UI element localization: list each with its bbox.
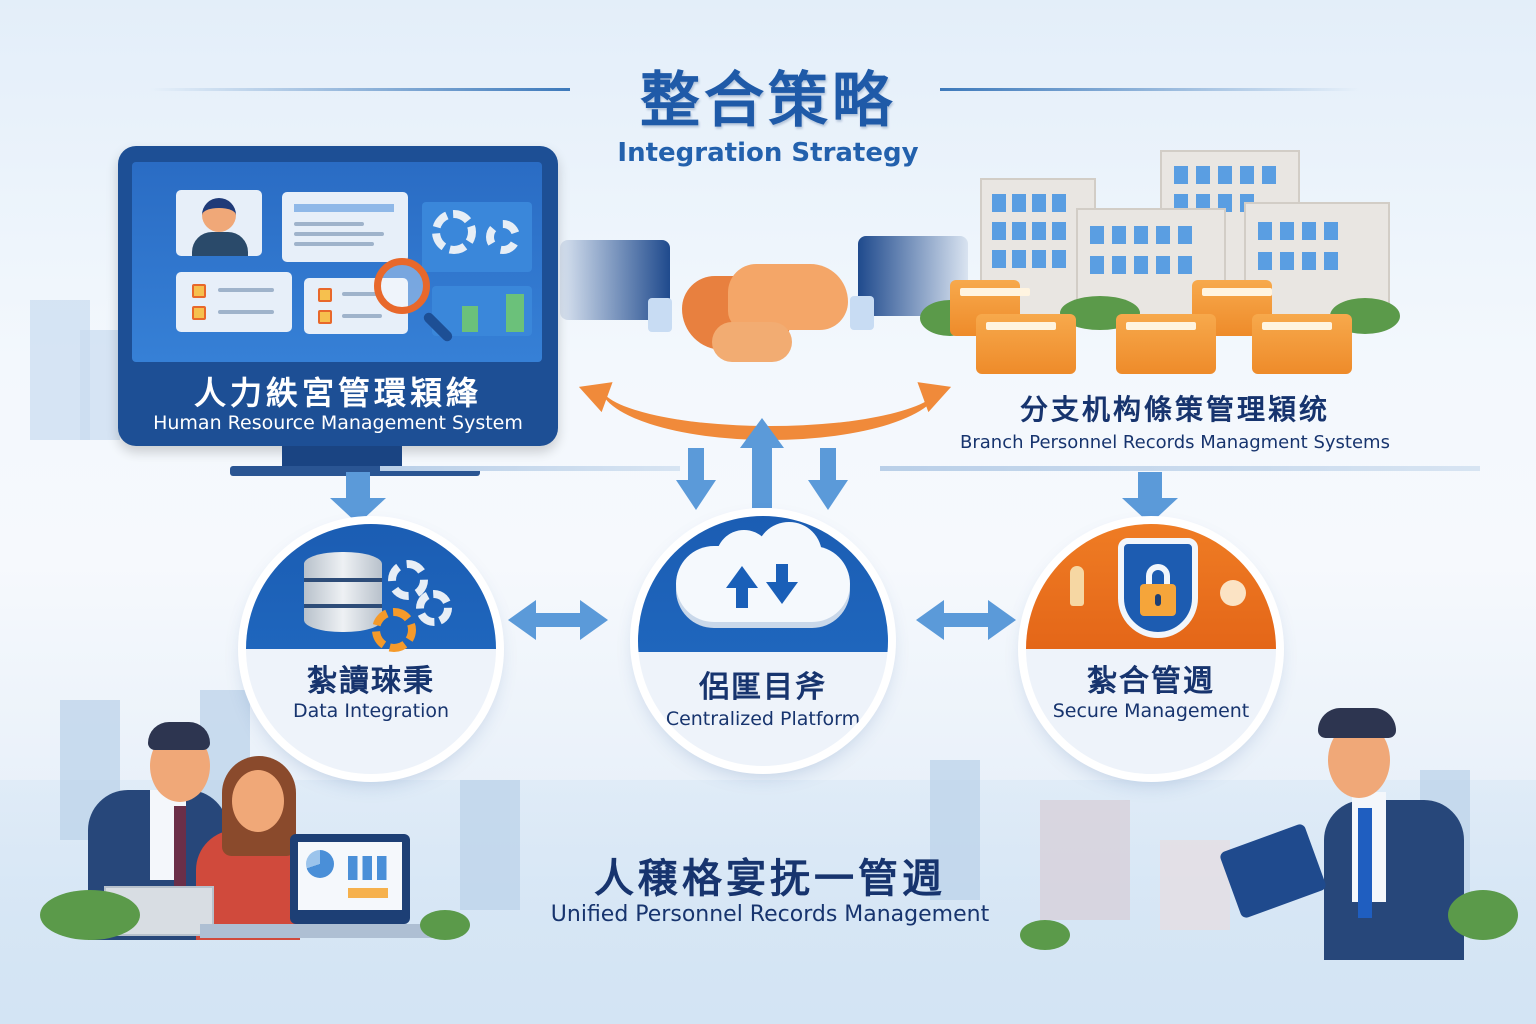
right-cuff bbox=[850, 296, 874, 330]
connector-line-right bbox=[880, 466, 1480, 471]
bar-chart-icon bbox=[348, 856, 396, 880]
checkbox-icon bbox=[192, 284, 206, 298]
tie bbox=[174, 806, 186, 886]
laptop-icon bbox=[290, 834, 410, 924]
node-title-en: Secure Management bbox=[1052, 700, 1250, 722]
node-title-cn: 紮合管週 bbox=[1087, 664, 1215, 699]
database-icon bbox=[304, 552, 382, 632]
desk bbox=[200, 924, 440, 938]
connector-line-left bbox=[380, 466, 680, 471]
businesswoman-head bbox=[232, 770, 284, 832]
user-body bbox=[192, 232, 248, 256]
branch-systems-title-en: Branch Personnel Records Managment Syste… bbox=[960, 432, 1390, 453]
arrow-down-left-shaft bbox=[346, 472, 370, 500]
title-divider-left bbox=[150, 88, 570, 91]
node-centralized-platform: 侶匩目斧 Centralized Platform bbox=[638, 516, 888, 766]
document-icon bbox=[294, 204, 394, 212]
folder-icon bbox=[1252, 314, 1352, 374]
arrow-down-right bbox=[1122, 498, 1178, 524]
pie-chart-icon bbox=[306, 850, 334, 878]
download-arrow-icon bbox=[766, 582, 798, 604]
tie bbox=[1358, 808, 1372, 918]
left-cuff bbox=[648, 298, 672, 332]
shield-lock-icon bbox=[1118, 538, 1198, 638]
node-data-integration: 紮讀琜秉 Data Integration bbox=[246, 524, 496, 774]
node-title-en: Centralized Platform bbox=[665, 708, 861, 730]
center-arrow-up bbox=[740, 418, 784, 448]
city-building bbox=[1160, 840, 1230, 930]
checkbox-icon bbox=[192, 306, 206, 320]
bush bbox=[420, 910, 470, 940]
bidirectional-arrow-left bbox=[508, 600, 608, 640]
user-profile-card bbox=[176, 190, 262, 256]
node-secure-management: 紮合管週 Secure Management bbox=[1026, 524, 1276, 774]
page-title-cn: 整合策略 bbox=[640, 66, 896, 136]
center-arrow-down-right bbox=[808, 480, 848, 510]
gear-icon bbox=[416, 590, 452, 626]
person-icon bbox=[1220, 580, 1246, 606]
checkbox-icon bbox=[318, 288, 332, 302]
hr-system-monitor: 人力紩宮管環㯋綘 Human Resource Management Syste… bbox=[118, 146, 558, 446]
checkbox-icon bbox=[318, 310, 332, 324]
page-title-en: Integration Strategy bbox=[617, 138, 919, 168]
checklist-card bbox=[176, 272, 292, 332]
arrow-down-right-shaft bbox=[1138, 472, 1162, 500]
center-arrow-down-right-shaft bbox=[820, 448, 836, 482]
magnifier-icon bbox=[374, 258, 430, 314]
businessman-right bbox=[1324, 800, 1464, 960]
unified-title-en: Unified Personnel Records Management bbox=[550, 902, 990, 927]
bush bbox=[1448, 890, 1518, 940]
folder-icon bbox=[1116, 314, 1216, 374]
lightbulb-icon bbox=[1070, 566, 1084, 606]
unified-title-cn: 人穣格宴抚一管週 bbox=[594, 856, 946, 902]
folder-icon bbox=[976, 314, 1076, 374]
gear-icon bbox=[486, 220, 520, 254]
center-arrow-down-left-shaft bbox=[688, 448, 704, 482]
bar-chart-icon bbox=[432, 286, 532, 336]
monitor-stand bbox=[282, 446, 402, 468]
bush bbox=[1020, 920, 1070, 950]
node-title-cn: 侶匩目斧 bbox=[699, 670, 827, 705]
gears-panel bbox=[422, 202, 532, 272]
bidirectional-arrow-right bbox=[916, 600, 1016, 640]
skyline-left bbox=[80, 330, 120, 440]
node-title-cn: 紮讀琜秉 bbox=[307, 664, 435, 699]
arrow-down-left bbox=[330, 498, 386, 524]
monitor-base bbox=[230, 466, 480, 476]
lock-icon bbox=[1140, 584, 1176, 616]
city-building bbox=[930, 760, 980, 900]
branch-systems-title-cn: 分支机构條策管理㯋统 bbox=[1019, 393, 1330, 426]
hr-system-title-en: Human Resource Management System bbox=[153, 412, 523, 434]
document-card bbox=[282, 192, 408, 262]
upload-arrow-icon bbox=[726, 566, 758, 588]
center-arrow-up-shaft bbox=[752, 446, 772, 508]
title-divider-right bbox=[940, 88, 1360, 91]
city-building bbox=[1040, 800, 1130, 920]
gear-icon bbox=[388, 560, 428, 600]
user-profile-icon bbox=[202, 198, 236, 232]
bush bbox=[40, 890, 140, 940]
city-building bbox=[460, 780, 520, 910]
gear-icon bbox=[432, 210, 476, 254]
center-arrow-down-left bbox=[676, 480, 716, 510]
hr-system-title-cn: 人力紩宮管環㯋綘 bbox=[193, 374, 482, 412]
monitor-screen bbox=[132, 162, 542, 362]
orange-gear-icon bbox=[372, 608, 416, 652]
node-title-en: Data Integration bbox=[292, 700, 450, 722]
